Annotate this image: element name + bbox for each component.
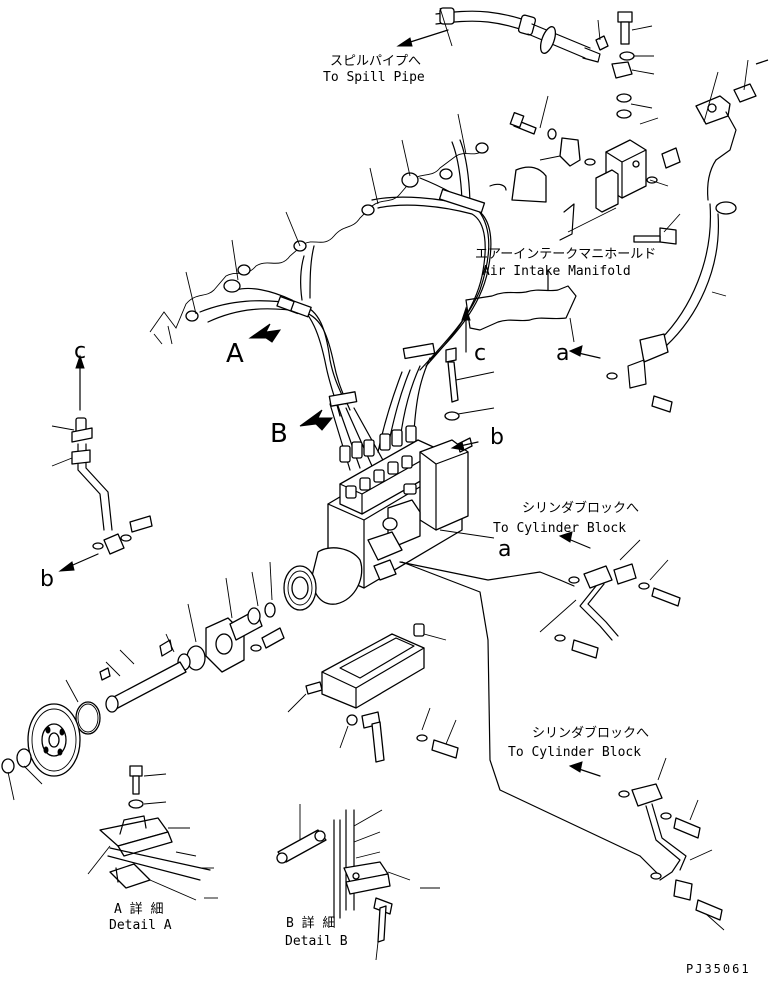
label-c-left: c xyxy=(74,339,86,364)
drawing-code: PJ35061 xyxy=(686,962,751,976)
spill-pipe-label-en: To Spill Pipe xyxy=(323,70,425,85)
left-pipe xyxy=(51,354,153,572)
detail-b-label-en: Detail B xyxy=(285,934,348,949)
cyl-block-1-jp: シリンダブロックへ xyxy=(522,500,639,516)
timing-gear xyxy=(1,703,81,801)
a-arrow-right xyxy=(568,317,601,359)
air-intake-label-en: Air Intake Manifold xyxy=(482,264,631,279)
pump-support-bracket xyxy=(287,623,459,763)
air-intake-manifold xyxy=(465,166,577,331)
label-b-left: b xyxy=(40,567,54,592)
bolt-b-pump xyxy=(444,347,495,453)
air-intake-label-jp: エアーインテークマニホールド xyxy=(475,247,656,262)
detail-a-drawing xyxy=(87,765,218,901)
detail-a-label-jp: A 詳 細 xyxy=(114,901,163,917)
cyl-block-1-en: To Cylinder Block xyxy=(493,521,626,536)
cyl-block-2-fittings xyxy=(618,757,725,931)
manifold-connector-block xyxy=(567,117,681,233)
injection-lines xyxy=(199,139,492,471)
cyl-block-1-arrow xyxy=(558,531,591,549)
long-pipe-to-block-2 xyxy=(401,561,661,877)
view-label-b: B xyxy=(270,419,288,449)
spill-pipe-hose xyxy=(435,7,601,63)
right-hose xyxy=(606,71,737,413)
view-arrow-a xyxy=(248,323,282,343)
spill-pipe-arrow xyxy=(396,7,453,47)
bolt-cluster-upper xyxy=(509,59,769,245)
detail-b-label-jp: B 詳 細 xyxy=(286,915,335,931)
drive-shaft-parts xyxy=(65,561,285,735)
label-a-right: a xyxy=(556,341,569,366)
spill-pipe-label-jp: スピルパイプへ xyxy=(330,54,421,69)
cyl-block-2-jp: シリンダブロックへ xyxy=(532,725,649,741)
c-arrow-right xyxy=(461,306,471,353)
cyl-block-2-arrow xyxy=(568,761,601,777)
view-label-a: A xyxy=(226,339,244,369)
detail-a-label-en: Detail A xyxy=(109,918,172,933)
label-c-right: c xyxy=(474,341,486,366)
label-b-mid: b xyxy=(490,425,504,450)
injection-pump xyxy=(283,439,495,611)
top-bolt-stack xyxy=(595,11,655,119)
cyl-block-2-en: To Cylinder Block xyxy=(508,745,641,760)
label-a-mid: a xyxy=(498,537,511,562)
view-arrow-b xyxy=(299,409,334,431)
cylinder-head-outline xyxy=(149,113,489,345)
detail-b-drawing xyxy=(276,804,440,961)
cyl-block-1-pipe xyxy=(399,539,681,659)
